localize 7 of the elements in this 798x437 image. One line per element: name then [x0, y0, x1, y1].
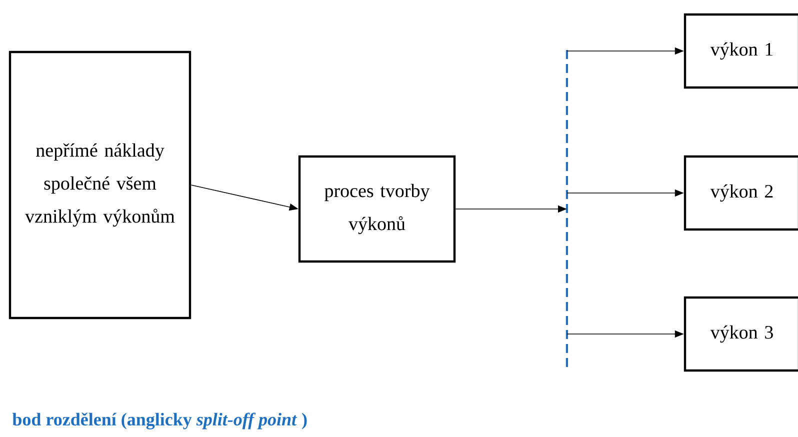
split-off-line — [566, 50, 568, 370]
process-box: výkon 2 — [684, 155, 798, 231]
process-box: proces tvorby výkonů — [298, 155, 456, 263]
caption: bod rozdělení (anglicky split-off point ) — [12, 412, 307, 430]
process-box: výkon 1 — [684, 13, 798, 89]
process-box: nepřímé náklady společné všem vzniklým výkonům — [8, 50, 192, 320]
process-box: výkon 3 — [684, 296, 798, 372]
